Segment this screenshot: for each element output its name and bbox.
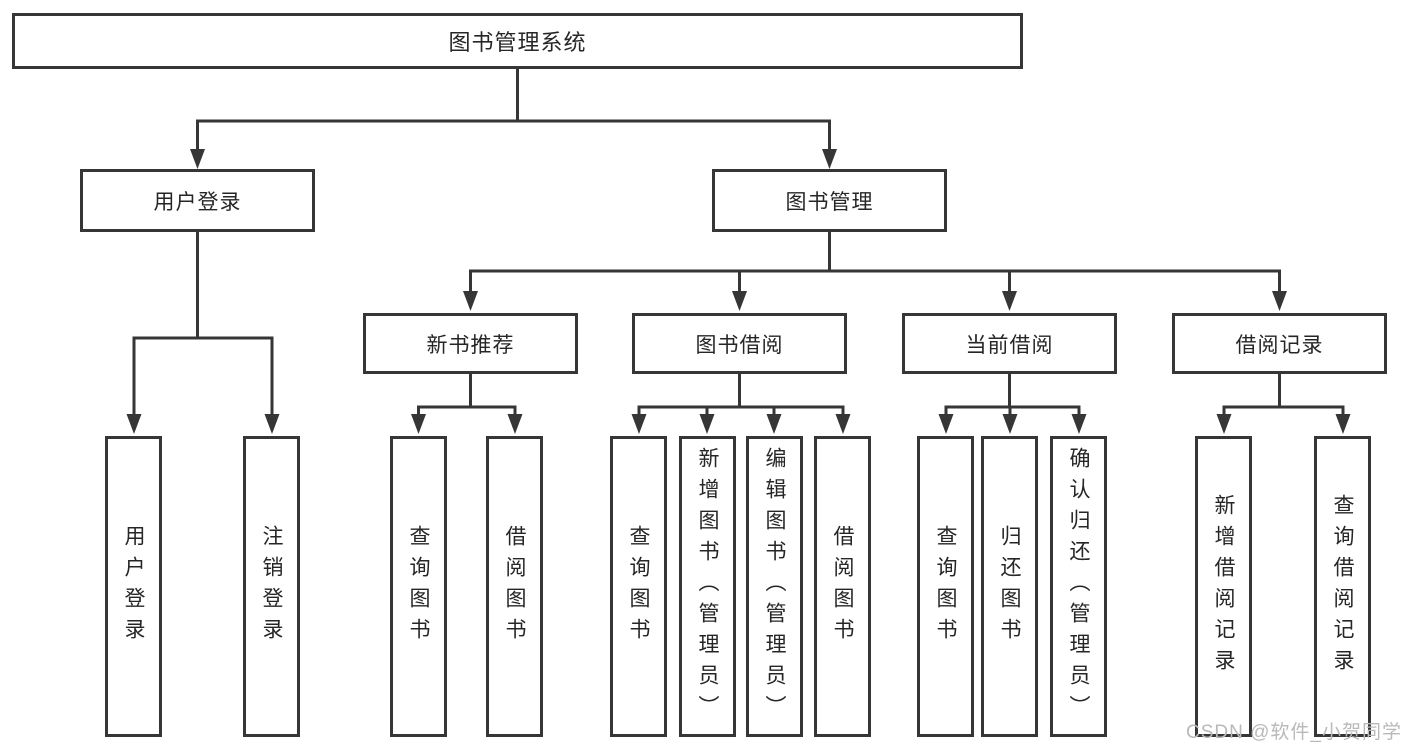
connector-current-borrow-branch — [938, 374, 1087, 434]
node-user-login-label: 用户登录 — [153, 190, 242, 214]
connector-root-to-level2 — [190, 69, 837, 169]
leaf-confirm-return-admin: 确认归还（管理员） — [1050, 436, 1107, 737]
leaf-logout: 注销登录 — [243, 436, 300, 737]
node-root-label: 图书管理系统 — [448, 30, 587, 55]
node-user-login: 用户登录 — [80, 169, 315, 232]
leaf-query-borrow-record-label: 查询借阅记录 — [1331, 493, 1354, 680]
leaf-logout-label: 注销登录 — [260, 524, 283, 649]
leaf-add-books-admin: 新增图书（管理员） — [679, 436, 736, 737]
leaf-return-books-label: 归还图书 — [998, 524, 1021, 649]
leaf-confirm-return-admin-label: 确认归还（管理员） — [1067, 447, 1090, 726]
leaf-query-books-3-label: 查询图书 — [934, 524, 957, 649]
node-book-mgmt: 图书管理 — [712, 169, 947, 232]
leaf-edit-books-admin-label: 编辑图书（管理员） — [763, 447, 786, 726]
connector-book-borrow-branch — [631, 374, 851, 434]
node-borrow-records: 借阅记录 — [1172, 313, 1387, 374]
connector-book-mgmt-to-level3 — [463, 232, 1287, 311]
leaf-query-books-2-label: 查询图书 — [627, 524, 650, 649]
node-new-books: 新书推荐 — [363, 313, 578, 374]
leaf-add-books-admin-label: 新增图书（管理员） — [696, 447, 719, 726]
connector-new-books-branch — [411, 374, 523, 434]
leaf-query-borrow-record: 查询借阅记录 — [1314, 436, 1371, 737]
leaf-add-borrow-record: 新增借阅记录 — [1195, 436, 1252, 737]
leaf-query-books-1: 查询图书 — [390, 436, 447, 737]
connector-user-login-branch — [126, 232, 280, 434]
node-current-borrow-label: 当前借阅 — [965, 333, 1054, 357]
node-borrow-records-label: 借阅记录 — [1235, 333, 1324, 357]
leaf-edit-books-admin: 编辑图书（管理员） — [746, 436, 803, 737]
leaf-add-borrow-record-label: 新增借阅记录 — [1212, 493, 1235, 680]
leaf-user-login-label: 用户登录 — [122, 524, 145, 649]
leaf-user-login: 用户登录 — [105, 436, 162, 737]
node-book-borrow-label: 图书借阅 — [695, 333, 784, 357]
leaf-borrow-books-2: 借阅图书 — [814, 436, 871, 737]
leaf-borrow-books-2-label: 借阅图书 — [831, 524, 854, 649]
leaf-return-books: 归还图书 — [981, 436, 1038, 737]
leaf-query-books-3: 查询图书 — [917, 436, 974, 737]
node-book-mgmt-label: 图书管理 — [785, 190, 874, 214]
node-current-borrow: 当前借阅 — [902, 313, 1117, 374]
connector-borrow-records-branch — [1216, 374, 1351, 434]
node-book-borrow: 图书借阅 — [632, 313, 847, 374]
watermark: CSDN @软件_小贺同学 — [1186, 722, 1402, 743]
leaf-query-books-1-label: 查询图书 — [407, 524, 430, 649]
node-new-books-label: 新书推荐 — [426, 333, 515, 357]
node-root: 图书管理系统 — [12, 13, 1023, 69]
leaf-borrow-books-1: 借阅图书 — [486, 436, 543, 737]
leaf-query-books-2: 查询图书 — [610, 436, 667, 737]
leaf-borrow-books-1-label: 借阅图书 — [503, 524, 526, 649]
